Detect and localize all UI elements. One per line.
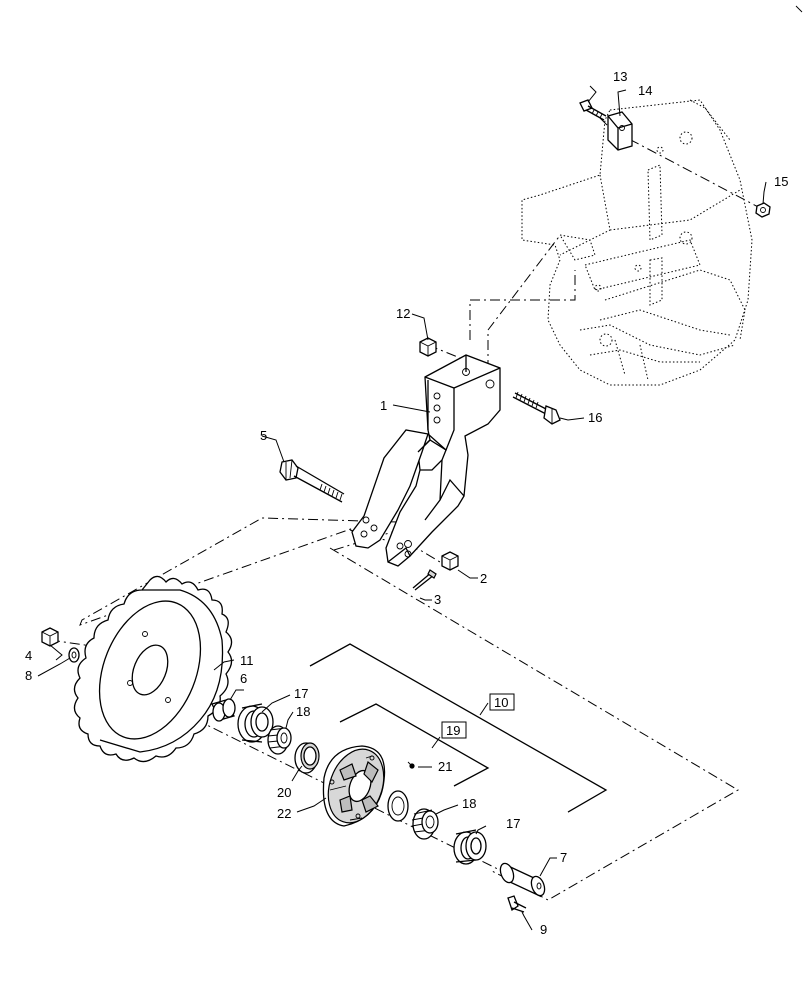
- callout-20: 20: [277, 785, 291, 800]
- callout-12: 12: [396, 306, 410, 321]
- callout-5: 5: [260, 428, 267, 443]
- nut-2: [441, 551, 459, 571]
- bearing-cup-lower: [387, 790, 409, 822]
- callout-3: 3: [434, 592, 441, 607]
- callout-14: 14: [638, 83, 652, 98]
- nut-12: [419, 337, 437, 357]
- bolt-9: [507, 895, 527, 913]
- hub-22: [322, 745, 386, 827]
- nut-4: [41, 627, 59, 647]
- spacer-6: [211, 698, 236, 722]
- callout-10: 10: [494, 695, 508, 710]
- seal-17-upper: [237, 703, 274, 743]
- callout-19: 19: [446, 723, 460, 738]
- kit-bracket-19: [339, 703, 490, 787]
- bolt-5: [279, 459, 345, 503]
- callout-21: 21: [438, 759, 452, 774]
- callout-4: 4: [25, 648, 32, 663]
- callout-9: 9: [540, 922, 547, 937]
- nut-15: [755, 202, 771, 218]
- callout-11: 11: [240, 653, 254, 668]
- kit-bracket-10: [309, 643, 608, 813]
- bolt-16: [512, 391, 561, 425]
- leader-lines: [37, 85, 767, 931]
- frame-reference: [521, 99, 753, 386]
- corner-mark: [795, 5, 803, 13]
- kit-box-19: [441, 721, 467, 739]
- callout-17b: 17: [506, 816, 520, 831]
- callout-1: 1: [380, 398, 387, 413]
- callout-2: 2: [480, 571, 487, 586]
- callout-7: 7: [560, 850, 567, 865]
- bearing-18-lower: [411, 808, 439, 840]
- callout-18b: 18: [462, 796, 476, 811]
- bearing-18-upper: [267, 725, 292, 755]
- callout-22: 22: [277, 806, 291, 821]
- callout-8: 8: [25, 668, 32, 683]
- callout-18a: 18: [296, 704, 310, 719]
- bracket-1: [351, 354, 501, 567]
- callout-6: 6: [240, 671, 247, 686]
- clamp-plate-14: [607, 111, 633, 151]
- pin-3: [412, 569, 437, 591]
- kit-box-10: [489, 693, 515, 711]
- washer-8: [68, 647, 80, 663]
- callout-13: 13: [613, 69, 627, 84]
- callout-15: 15: [774, 174, 788, 189]
- disc-11: [73, 575, 233, 763]
- bolt-13: [579, 99, 607, 121]
- callout-16: 16: [588, 410, 602, 425]
- grease-fitting-21: [407, 761, 415, 769]
- bearing-cup-20: [294, 742, 320, 774]
- callout-17a: 17: [294, 686, 308, 701]
- spindle-7: [499, 862, 546, 898]
- seal-17-lower: [453, 829, 487, 865]
